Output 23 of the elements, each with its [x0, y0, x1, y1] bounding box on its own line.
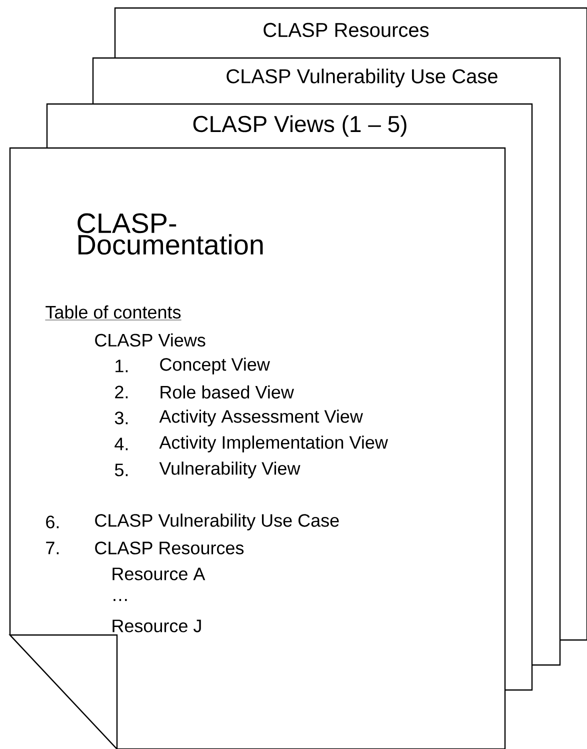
toc-entry: CLASP Views	[95, 333, 206, 347]
page-sheet: CLASP Vulnerability Use Case	[92, 57, 561, 104]
toc-entry: Activity Implementation View	[159, 436, 388, 452]
toc-entry: 6.	[46, 516, 59, 528]
toc-entry: CLASP Resources	[95, 542, 244, 554]
toc-entry: Vulnerability View	[159, 462, 300, 478]
page-sheet: CLASP Resources	[114, 7, 587, 58]
document-heading: CLASP- Documentation	[78, 213, 263, 255]
toc-entry: 7.	[46, 542, 59, 554]
toc-entry: …	[114, 599, 127, 601]
toc-entry: 3.	[114, 412, 128, 424]
toc-entry: Activity Assessment View	[159, 410, 363, 426]
toc-entry: Concept View	[160, 358, 270, 374]
toc-entry: Resource J	[112, 620, 201, 632]
toc-entry: 4.	[114, 438, 128, 450]
toc-entry: Resource A	[112, 568, 206, 580]
toc-entry: CLASP Vulnerability Use Case	[95, 514, 339, 530]
page-sheet: CLASP Views (1 – 5)	[46, 103, 533, 148]
toc-entry: Role based View	[160, 385, 294, 399]
toc-entry: 1.	[116, 360, 128, 372]
toc-entry: 2.	[115, 386, 128, 398]
toc-heading: Table of contents	[45, 305, 182, 320]
toc-entry: 5.	[114, 464, 128, 476]
